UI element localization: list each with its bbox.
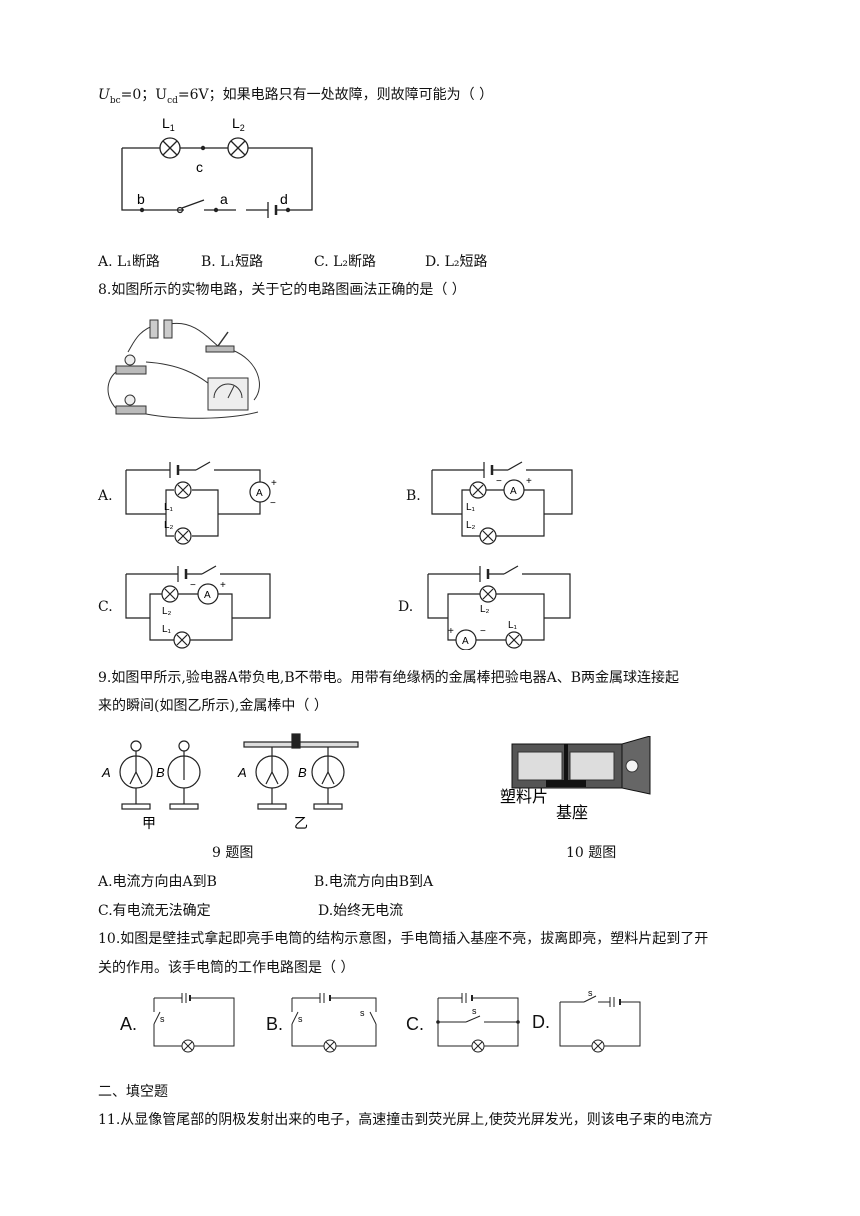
q9-option-d[interactable]: D.始终无电流 <box>318 903 404 919</box>
svg-text:A: A <box>256 488 263 499</box>
svg-text:L₁: L₁ <box>164 502 174 513</box>
q9-caption: 9 题图 <box>212 845 254 861</box>
q10-option-b-circuit[interactable]: s s <box>286 990 384 1056</box>
q7-circuit-figure: L1 L2 c b a d <box>121 115 313 218</box>
q10-option-b-label[interactable]: B. <box>266 1014 284 1034</box>
svg-text:L₂: L₂ <box>480 604 490 615</box>
q8-option-d-circuit[interactable]: A + − L₂ L₁ <box>420 560 580 650</box>
q7-stem: Ubc=0；Ucd=6V；如果电路只有一处故障，则故障可能为（ ） <box>98 87 494 106</box>
q10-option-c-circuit[interactable]: s <box>432 990 524 1056</box>
svg-text:+: + <box>448 626 454 637</box>
svg-text:B: B <box>156 765 165 780</box>
svg-text:s: s <box>588 990 593 998</box>
q8-option-b-label[interactable]: B. <box>406 488 421 504</box>
q7-option-c[interactable]: C. L₂断路 <box>314 254 377 270</box>
svg-text:−: − <box>480 626 486 637</box>
q9-option-a[interactable]: A.电流方向由A到B <box>98 874 217 890</box>
q10-flashlight-figure: 塑料片 基座 <box>500 736 651 820</box>
svg-text:L₂: L₂ <box>164 520 174 531</box>
q8-stem: 8.如图所示的实物电路，关于它的电路图画法正确的是（ ） <box>98 282 466 298</box>
q9-option-b[interactable]: B.电流方向由B到A <box>314 874 434 890</box>
svg-text:A: A <box>510 486 517 497</box>
q10-stem-line1: 10.如图是壁挂式拿起即亮手电筒的结构示意图，手电筒插入基座不亮，拔离即亮，塑料… <box>98 931 709 947</box>
q8-physical-circuit-figure <box>107 319 260 419</box>
svg-text:B: B <box>298 765 307 780</box>
q8-option-d-label[interactable]: D. <box>398 599 414 615</box>
label-b: b <box>137 191 145 207</box>
svg-text:L₁: L₁ <box>508 620 518 631</box>
svg-text:−: − <box>496 476 502 487</box>
svg-text:A: A <box>237 765 247 780</box>
q9-electroscope-figure-yi: A B 乙 <box>237 733 359 831</box>
svg-text:L₁: L₁ <box>466 502 476 513</box>
q10-option-c-label[interactable]: C. <box>406 1014 424 1034</box>
svg-text:+: + <box>526 476 532 487</box>
section-heading-fill-in: 二、填空题 <box>98 1084 168 1100</box>
svg-text:−: − <box>190 580 196 591</box>
svg-text:s: s <box>160 1014 165 1024</box>
fig-label-jia: 甲 <box>142 815 156 831</box>
label-L2: L2 <box>232 115 245 133</box>
label-c: c <box>196 159 203 175</box>
q11-stem: 11.从显像管尾部的阴极发射出来的电子，高速撞击到荧光屏上,使荧光屏发光，则该电… <box>98 1112 713 1128</box>
svg-text:+: + <box>271 478 277 489</box>
q8-option-b-circuit[interactable]: A − + L₁ L₂ <box>424 456 584 546</box>
q8-option-c-label[interactable]: C. <box>98 599 113 615</box>
label-a: a <box>220 191 228 207</box>
label-base: 基座 <box>556 804 588 820</box>
svg-text:A: A <box>101 765 111 780</box>
svg-text:−: − <box>270 498 276 509</box>
svg-text:s: s <box>360 1008 365 1018</box>
q9-stem-line1: 9.如图甲所示,验电器A带负电,B不带电。用带有绝缘柄的金属棒把验电器A、B两金… <box>98 670 680 686</box>
svg-text:A: A <box>204 590 211 601</box>
q8-option-a-circuit[interactable]: A + − L₁ L₂ <box>118 456 278 546</box>
label-plastic: 塑料片 <box>500 788 548 806</box>
q8-option-c-circuit[interactable]: A − + L₂ L₁ <box>118 560 278 650</box>
q9-electroscope-figure-jia: A B 甲 <box>101 740 201 831</box>
svg-text:L₁: L₁ <box>162 624 172 635</box>
label-L1: L1 <box>162 115 175 133</box>
q10-option-d-circuit[interactable]: s <box>554 990 646 1056</box>
q8-option-a-label[interactable]: A. <box>98 488 113 504</box>
q9-option-c[interactable]: C.有电流无法确定 <box>98 903 211 919</box>
fig-label-yi: 乙 <box>294 815 308 831</box>
q9-stem-line2: 来的瞬间(如图乙所示),金属棒中（ ） <box>98 698 328 714</box>
svg-text:L₂: L₂ <box>162 606 172 617</box>
svg-text:s: s <box>298 1014 303 1024</box>
q7-option-d[interactable]: D. L₂短路 <box>425 254 488 270</box>
q10-caption: 10 题图 <box>566 845 617 861</box>
svg-text:s: s <box>472 1006 477 1016</box>
svg-text:L₂: L₂ <box>466 520 476 531</box>
label-d: d <box>280 191 288 207</box>
svg-text:+: + <box>220 580 226 591</box>
svg-text:A: A <box>462 636 469 647</box>
q10-stem-line2: 关的作用。该手电筒的工作电路图是（ ） <box>98 960 355 976</box>
q7-option-a[interactable]: A. L₁断路 <box>98 254 160 270</box>
q10-option-a-label[interactable]: A. <box>120 1014 138 1034</box>
q10-option-d-label[interactable]: D. <box>532 1012 550 1032</box>
q10-option-a-circuit[interactable]: s <box>148 990 240 1056</box>
q7-option-b[interactable]: B. L₁短路 <box>201 254 264 270</box>
